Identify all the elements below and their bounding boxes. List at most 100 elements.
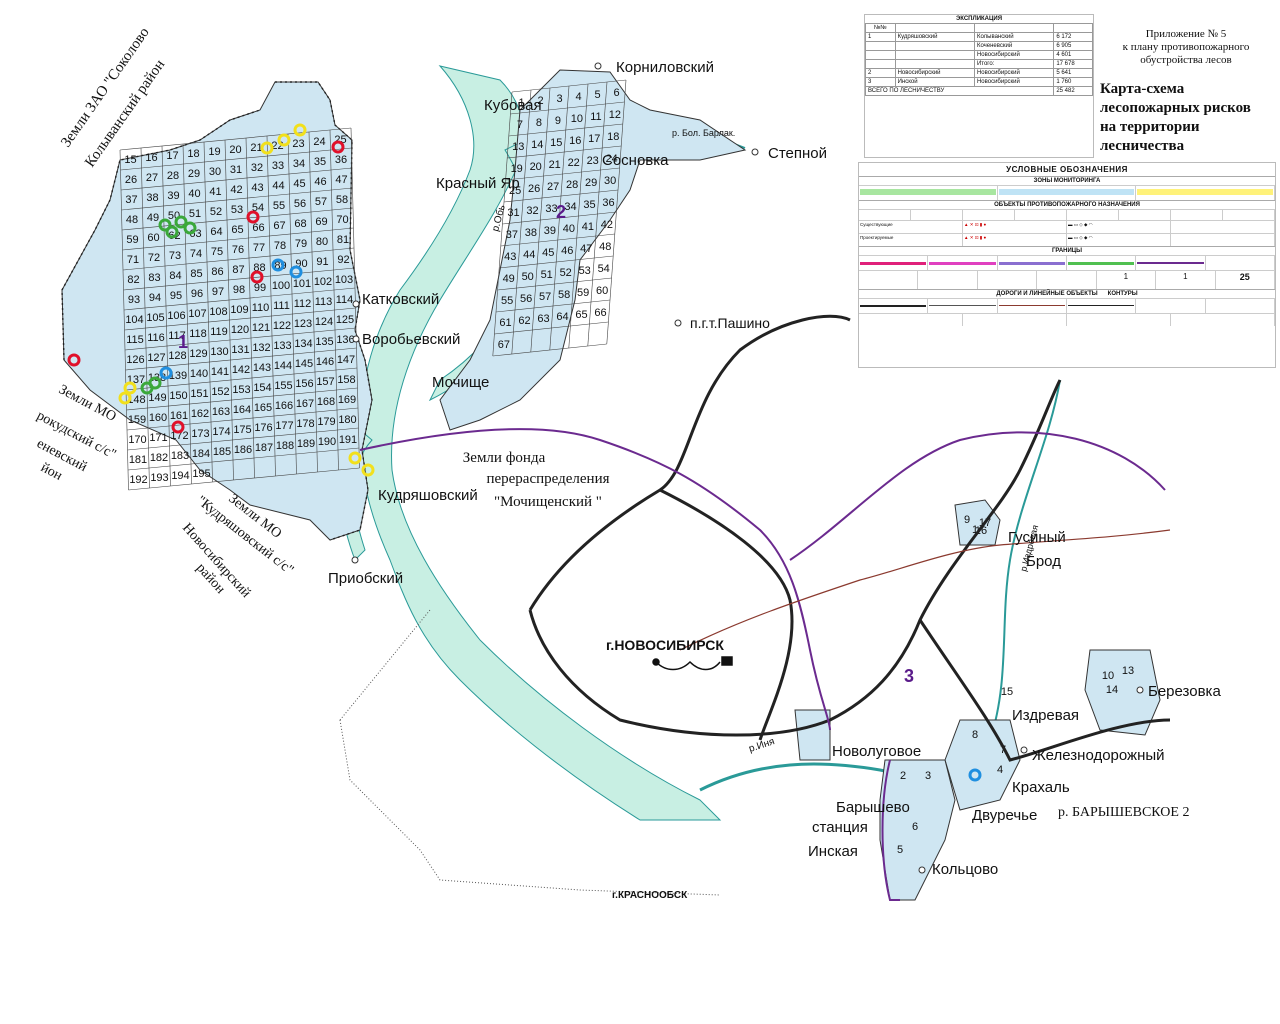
explication-header-cell: №№ [865,23,896,33]
legend-title: УСЛОВНЫЕ ОБОЗНАЧЕНИЯ [1006,165,1128,174]
quarter-number: 67 [273,220,285,232]
explication-title: ЭКСПЛИКАЦИЯ [955,16,1003,22]
settlement-label: Корниловский [616,59,714,76]
quarter-number: 71 [127,254,139,266]
quarter-number: 47 [580,243,592,255]
quarter-number: 80 [316,236,328,248]
quarter-number: 10 [1102,670,1114,682]
quarter-number: 148 [127,394,145,406]
quarter-number: 69 [315,216,327,228]
quarter-number: 139 [169,370,187,382]
quarter-number: 16 [145,152,157,164]
quarter-number: 144 [274,360,292,372]
table-cell: Новосибирский [894,68,975,78]
quarter-number: 62 [518,315,530,327]
quarter-number: 149 [148,392,166,404]
quarter-number: 10 [571,113,583,125]
grid-line [492,91,513,357]
quarter-number: 53 [231,204,243,216]
quarter-number: 9 [964,514,970,526]
quarter-number: 155 [274,380,292,392]
quarter-number: 58 [558,289,570,301]
quarter-number: 156 [295,378,313,390]
quarter-number: 190 [318,436,336,448]
contour-number: 1 [1156,271,1216,289]
quarter-number: 140 [190,368,208,380]
quarter-number: 158 [337,374,355,386]
quarter-number: 110 [252,302,270,314]
grid-line [126,407,359,431]
table-cell [865,59,896,69]
quarter-number: 38 [146,192,158,204]
quarter-number: 160 [149,412,167,424]
quarter-number: 166 [275,400,293,412]
grid-line [224,139,234,481]
quarter-number: 169 [338,394,356,406]
quarter-number: 31 [230,164,242,176]
table-cell: 2 [865,68,896,78]
quarter-number: 27 [547,181,559,193]
reserve-label: р. БАРЫШЕВСКОЕ 2 [1058,805,1189,820]
settlement-label: Брод [1026,553,1061,570]
quarter-number: 133 [273,340,291,352]
quarter-number: 142 [232,364,250,376]
quarter-number: 113 [315,296,333,308]
quarter-number: 49 [147,212,159,224]
quarter-number: 18 [187,148,199,160]
fire-risk-marker [123,381,137,395]
quarter-number: 111 [273,300,290,312]
table-cell: 3 [865,77,896,87]
quarter-number: 188 [276,440,294,452]
appendix-line: обустройства лесов [1140,54,1232,66]
legend-existing: Существующие [859,221,963,233]
settlement-label: Красный Яр [436,175,520,192]
quarter-number: 45 [542,247,554,259]
quarter-number: 20 [229,144,241,156]
quarter-number: 20 [530,161,542,173]
quarter-number: 42 [230,184,242,196]
quarter-number: 106 [167,310,185,322]
table-cell: 1 [865,32,896,42]
quarter-number: 115 [126,334,144,346]
quarter-number: 36 [335,154,347,166]
quarter-number: 28 [566,179,578,191]
grid-line [123,287,356,311]
quarter-number: 164 [233,404,251,416]
quarter-number: 13 [1122,665,1134,677]
table-cell [894,50,975,60]
fire-risk-marker [183,221,197,235]
quarter-number: 79 [295,238,307,250]
table-cell: 5 641 [1053,68,1093,78]
quarter-number: 73 [169,250,181,262]
quarter-number: 185 [213,446,231,458]
fire-risk-marker [165,225,179,239]
map-title: Карта-схема лесопожарных рисков на терри… [1100,80,1278,156]
quarter-number: 143 [253,362,271,374]
settlement-label: Барышево [836,799,910,816]
table-cell [894,41,975,51]
settlement-label: п.г.т.Пашино [690,315,770,331]
quarter-number: 163 [212,406,230,418]
map-legend: УСЛОВНЫЕ ОБОЗНАЧЕНИЯ ЗОНЫ МОНИТОРИНГА ОБ… [858,162,1276,368]
quarter-number: 13 [512,141,524,153]
quarter-number: 29 [585,177,597,189]
fire-risk-marker [361,463,375,477]
quarter-number: 67 [498,339,510,351]
quarter-number: 6 [613,87,619,99]
quarter-number: 126 [126,354,144,366]
quarter-number: 162 [191,408,209,420]
grid-line [329,129,339,471]
fire-risk-marker [289,265,303,279]
quarter-number: 36 [602,197,614,209]
quarter-number: 50 [168,210,180,222]
grid-line [121,187,353,211]
quarter-number: 49 [503,273,515,285]
grid-line [126,387,358,411]
quarter-number: 135 [315,336,333,348]
settlement-label: Издревая [1012,707,1079,724]
grid-line [266,135,276,477]
quarter-number: 174 [212,426,230,438]
